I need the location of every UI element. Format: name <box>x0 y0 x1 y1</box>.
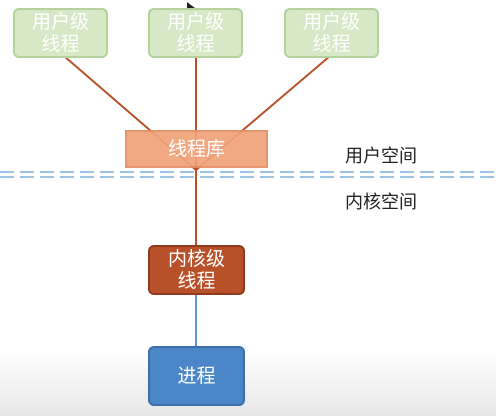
kernel-space-label: 内核空间 <box>345 192 417 213</box>
user-thread-label-3b: 线程 <box>312 33 351 55</box>
user-thread-box-1: 用户级 线程 <box>13 8 108 58</box>
user-thread-box-2: 用户级 线程 <box>148 8 243 58</box>
user-thread-label-1a: 用户级 <box>31 11 89 33</box>
user-thread-label-2a: 用户级 <box>166 11 224 33</box>
user-thread-label-2b: 线程 <box>176 33 215 55</box>
process-box: 进程 <box>148 346 245 406</box>
kernel-thread-box: 内核级 线程 <box>148 245 245 295</box>
thread-library-label: 线程库 <box>167 138 225 160</box>
background-fade <box>0 350 496 416</box>
kernel-thread-label-b: 线程 <box>177 270 216 292</box>
user-thread-label-3a: 用户级 <box>302 11 360 33</box>
user-thread-box-3: 用户级 线程 <box>284 8 379 58</box>
thread-library-box: 线程库 <box>125 130 268 168</box>
kernel-thread-label-a: 内核级 <box>167 248 225 270</box>
user-thread-label-1b: 线程 <box>41 33 80 55</box>
user-space-label: 用户空间 <box>345 146 417 167</box>
process-label: 进程 <box>177 365 216 387</box>
cursor-icon <box>187 2 195 13</box>
